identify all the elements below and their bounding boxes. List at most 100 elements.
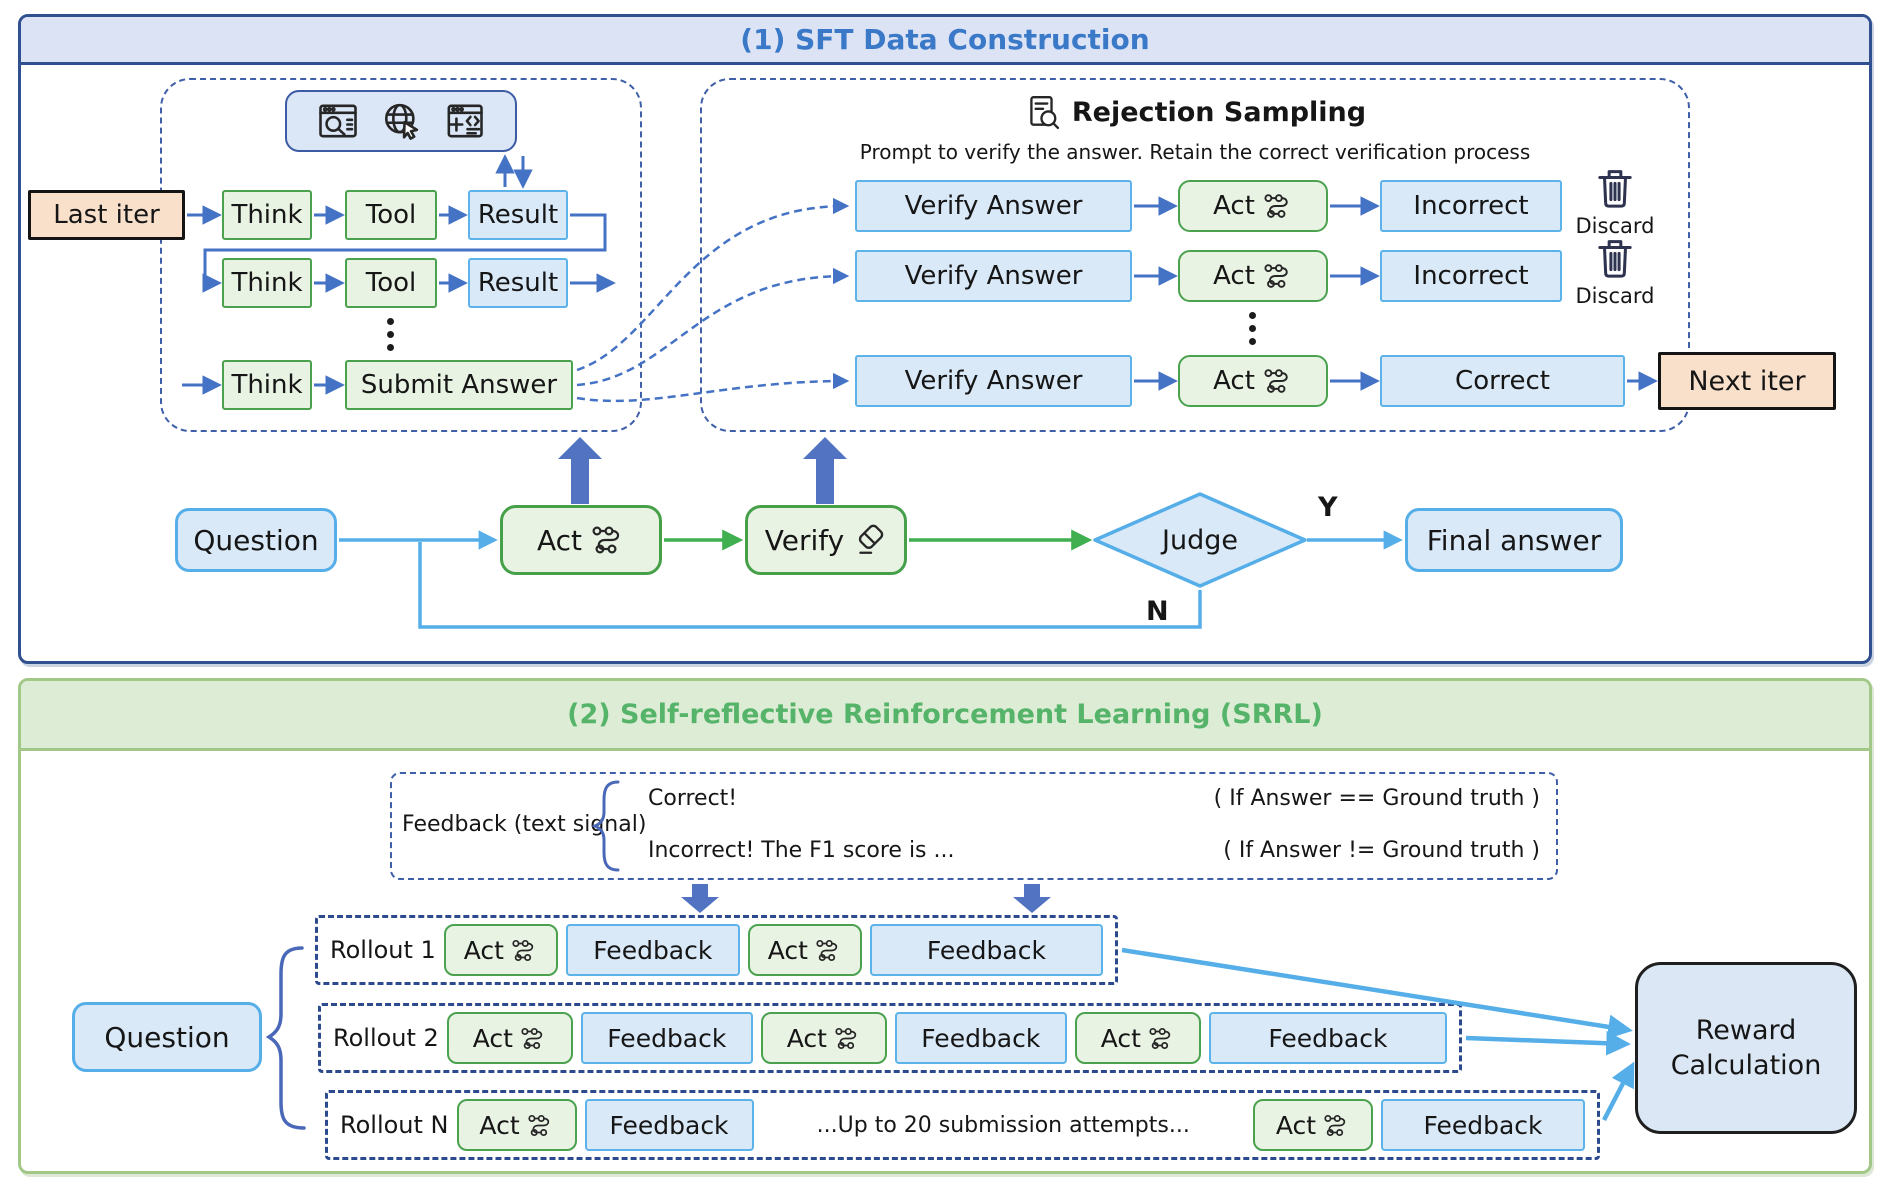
tool-box-1: Tool (345, 190, 437, 240)
submit-answer-label: Submit Answer (360, 370, 558, 400)
browser-search-icon (317, 102, 359, 140)
discard-text: Discard (1575, 214, 1655, 238)
act-label: Act (472, 1023, 513, 1053)
tool-label: Tool (365, 268, 417, 298)
workflow-icon (1263, 367, 1293, 395)
act-box-row3: Act (1178, 355, 1328, 407)
act-label: Act (1213, 261, 1255, 291)
rollout-feedback-box: Feedback (1208, 1012, 1447, 1064)
feedback-label: Feedback (1268, 1023, 1388, 1053)
think-box-3: Think (222, 360, 312, 410)
incorrect-box-2: Incorrect (1380, 250, 1562, 302)
tool-label: Tool (365, 200, 417, 230)
act-label: Act (786, 1023, 827, 1053)
rollout-act-box: Act (747, 924, 862, 976)
rollout-1-box: Rollout 1 Act Feedback Act Feedback (315, 915, 1118, 985)
feedback-signal-text: Feedback (text signal) (402, 812, 647, 837)
discard-label-2: Discard (1560, 284, 1670, 308)
verify-answer-label: Verify Answer (904, 191, 1083, 221)
question-label: Question (104, 1020, 230, 1054)
rollout-feedback-box: Feedback (580, 1012, 753, 1064)
feedback-signal-label: Feedback (text signal) (402, 812, 646, 837)
rollout-act-box: Act (760, 1012, 887, 1064)
trash-icon-1 (1594, 164, 1636, 212)
think-label: Think (231, 268, 303, 298)
discard-label-1: Discard (1560, 214, 1670, 238)
judge-label: Judge (1095, 523, 1305, 557)
sft-section-title-text: (1) SFT Data Construction (740, 23, 1150, 56)
next-iter-box: Next iter (1658, 352, 1836, 410)
eraser-icon (853, 523, 887, 557)
think-box-1: Think (222, 190, 312, 240)
vertical-ellipsis-right (1249, 312, 1256, 345)
think-label: Think (231, 370, 303, 400)
workflow-icon (520, 1026, 547, 1051)
srrl-section-title-text: (2) Self-reflective Reinforcement Learni… (567, 699, 1323, 730)
incorrect-label: Incorrect (1413, 261, 1529, 291)
judge-yes-label: Y (1318, 492, 1338, 523)
verify-answer-label: Verify Answer (904, 261, 1083, 291)
act-label: Act (1275, 1110, 1317, 1140)
rejection-sampling-subtitle: Prompt to verify the answer. Retain the … (700, 140, 1690, 164)
submit-answer-box: Submit Answer (345, 360, 573, 410)
rollout-feedback-box: Feedback (869, 924, 1103, 976)
rollout-1-label: Rollout 1 (330, 936, 436, 964)
correct-box: Correct (1380, 355, 1625, 407)
verify-answer-label: Verify Answer (904, 366, 1083, 396)
feedback-correct-condition: ( If Answer == Ground truth ) (1213, 786, 1540, 811)
feedback-label: Feedback (607, 1023, 727, 1053)
act-label: Act (479, 1110, 520, 1140)
last-iter-box: Last iter (28, 190, 185, 240)
workflow-icon (834, 1026, 861, 1051)
rollout-act-box: Act (456, 1099, 577, 1151)
judge-no-label: N (1146, 596, 1169, 627)
question-label: Question (193, 523, 319, 557)
doc-search-icon (1024, 93, 1060, 131)
tools-box (285, 90, 517, 152)
rollout-act-box: Act (446, 1012, 573, 1064)
rollout-2-label: Rollout 2 (333, 1024, 439, 1052)
judge-text: Judge (1162, 524, 1238, 556)
workflow-icon (1263, 192, 1293, 220)
vertical-ellipsis-left (387, 318, 394, 351)
srrl-section-title: (2) Self-reflective Reinforcement Learni… (21, 681, 1869, 751)
rollout-feedback-box: Feedback (584, 1099, 754, 1151)
attempts-ellipsis-note: ...Up to 20 submission attempts... (762, 1113, 1245, 1138)
feedback-label: Feedback (926, 935, 1046, 965)
act-label: Act (536, 523, 583, 557)
tool-box-2: Tool (345, 258, 437, 308)
act-label: Act (1213, 366, 1255, 396)
next-iter-label: Next iter (1688, 365, 1806, 397)
rollout-feedback-box: Feedback (565, 924, 740, 976)
rollout-feedback-box: Feedback (1381, 1099, 1585, 1151)
yes-text: Y (1318, 492, 1338, 523)
workflow-icon (591, 524, 625, 556)
workflow-icon (511, 938, 538, 963)
result-box-2: Result (468, 258, 568, 308)
verify-label: Verify (764, 523, 845, 557)
act-label: Act (1100, 1023, 1141, 1053)
reward-calculation-box: Reward Calculation (1635, 962, 1857, 1134)
final-answer-label: Final answer (1426, 523, 1602, 557)
result-box-1: Result (468, 190, 568, 240)
attempts-note-text: ...Up to 20 submission attempts... (816, 1112, 1190, 1138)
feedback-label: Feedback (593, 935, 713, 965)
feedback-correct-text: Correct! (648, 786, 738, 811)
question-box: Question (175, 508, 337, 572)
act-box-row2: Act (1178, 250, 1328, 302)
act-box-row1: Act (1178, 180, 1328, 232)
verify-answer-box-1: Verify Answer (855, 180, 1132, 232)
workflow-icon (1263, 262, 1293, 290)
rollout-n-box: Rollout N Act Feedback ...Up to 20 submi… (325, 1090, 1600, 1160)
act-label: Act (1213, 191, 1255, 221)
rejection-sampling-title: Rejection Sampling (1071, 96, 1367, 128)
feedback-incorrect-text: Incorrect! The F1 score is ... (648, 838, 955, 863)
correct-label: Correct (1455, 366, 1550, 396)
trash-icon-2 (1594, 234, 1636, 282)
flow-act-box: Act (500, 505, 662, 575)
flow-verify-box: Verify (745, 505, 907, 575)
discard-text: Discard (1575, 284, 1655, 308)
rollout-act-box: Act (1074, 1012, 1201, 1064)
web-globe-icon (381, 101, 421, 141)
